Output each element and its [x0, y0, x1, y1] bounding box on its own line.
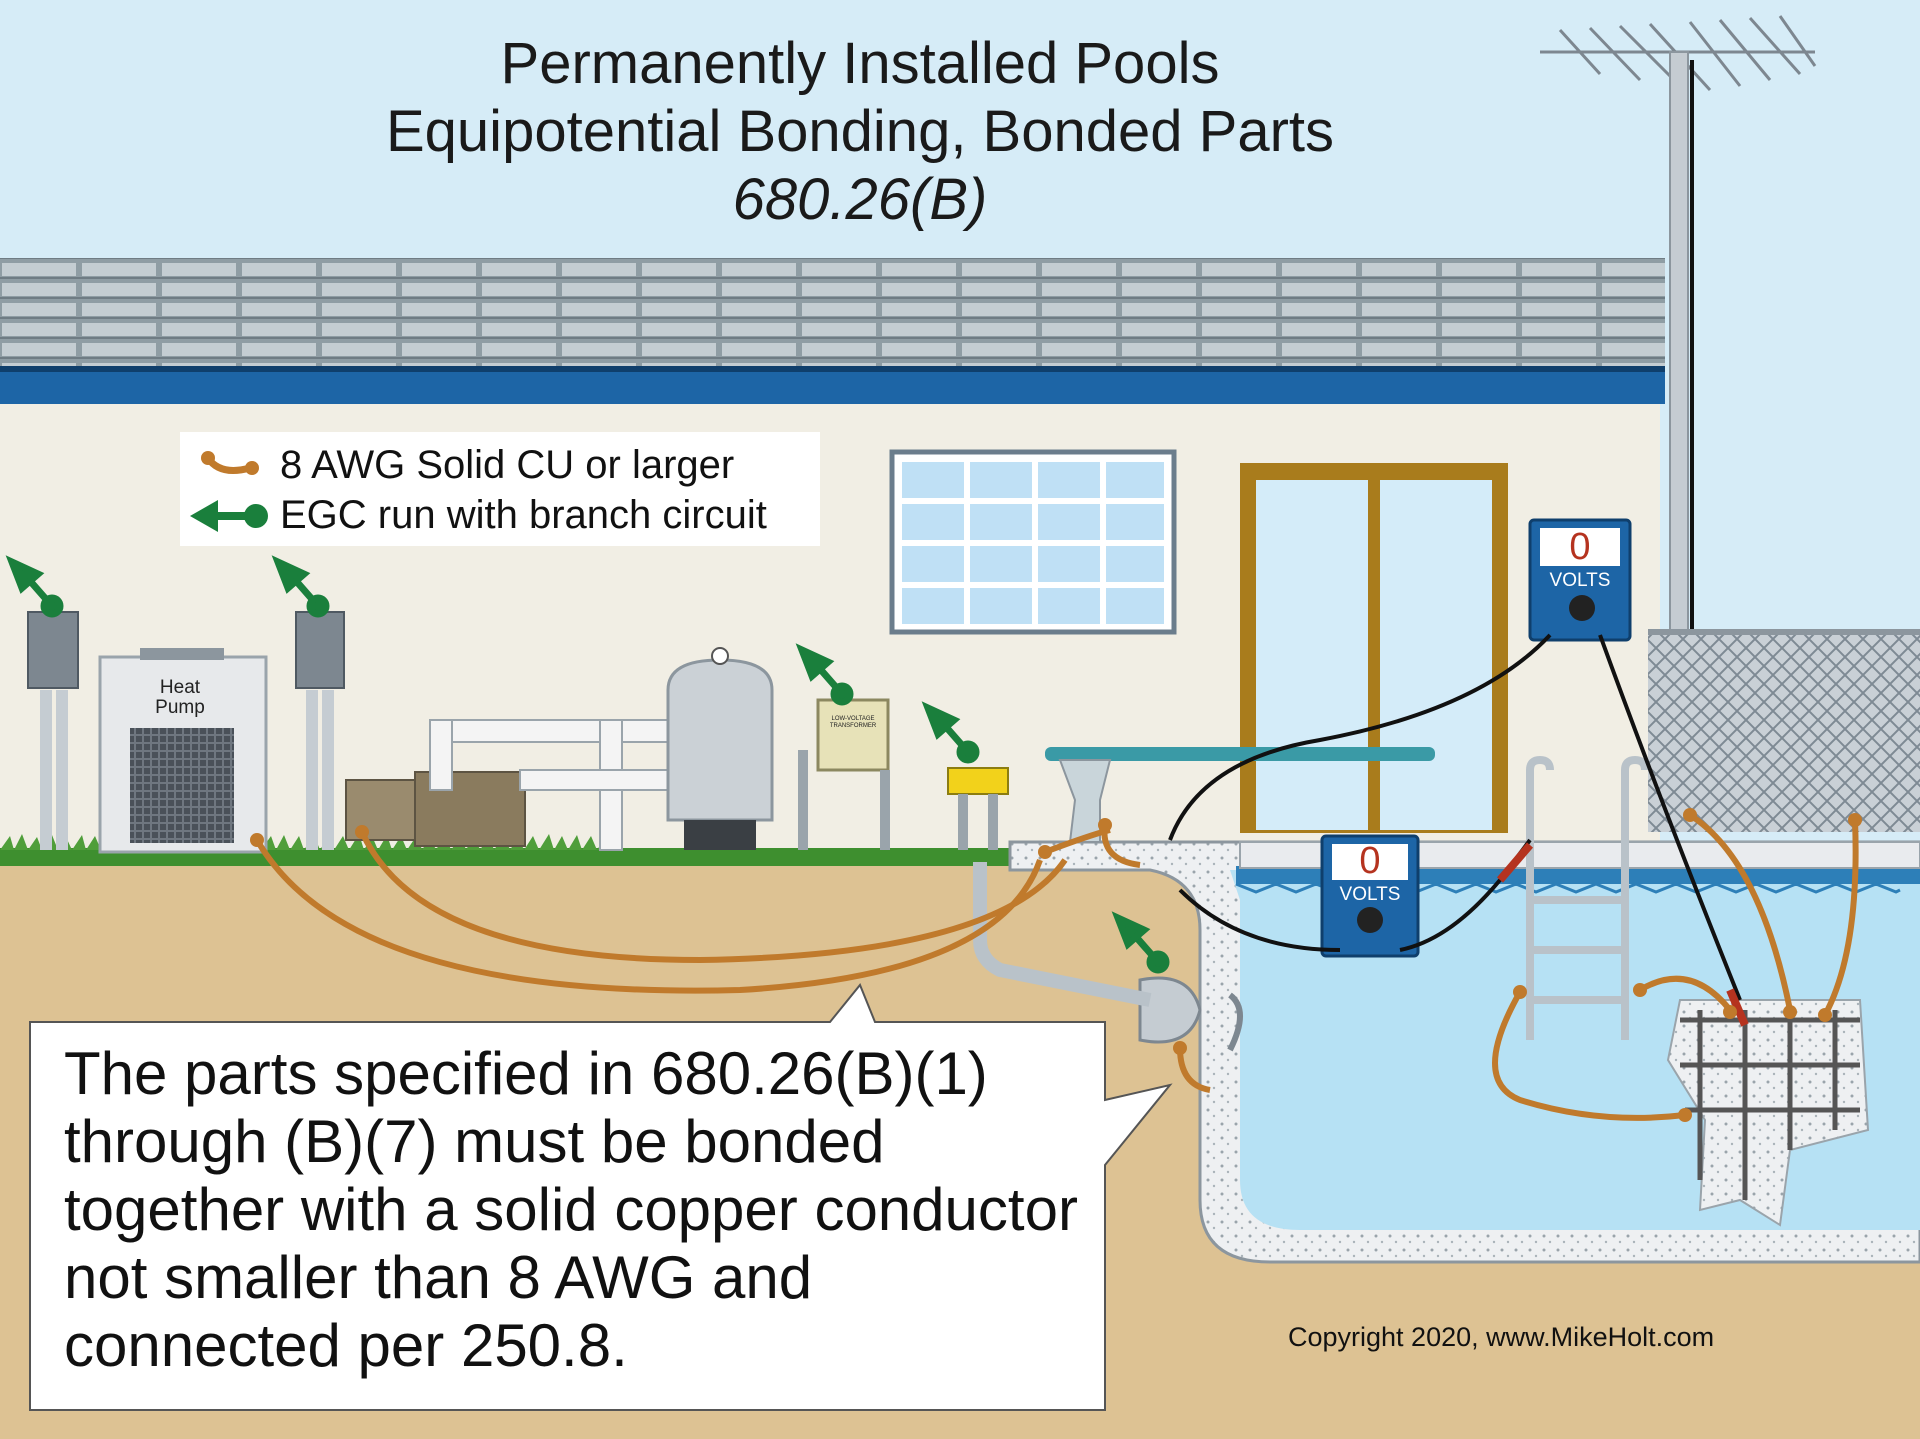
upper-meter-unit: VOLTS — [1549, 570, 1611, 591]
transformer-label: LOW-VOLTAGE TRANSFORMER — [818, 716, 888, 730]
disconnect-right — [295, 611, 345, 850]
legend-bonding-label: 8 AWG Solid CU or larger — [280, 442, 735, 487]
egc-arrow-icon — [190, 500, 268, 532]
pool-light — [1138, 976, 1243, 1052]
heat-pump — [98, 648, 268, 854]
title-line-1: Permanently Installed Pools — [500, 31, 1220, 96]
voltmeter-upper — [1528, 518, 1632, 642]
diving-board — [1045, 747, 1435, 843]
lower-meter-unit: VOLTS — [1339, 884, 1401, 905]
legend-egc-label: EGC run with branch circuit — [280, 492, 767, 537]
lower-meter-reading: 0 — [1359, 840, 1381, 882]
pool-piping — [429, 719, 691, 851]
upper-meter-reading: 0 — [1569, 526, 1591, 568]
callout-bubble — [29, 983, 1173, 1411]
light-conduit — [973, 862, 1152, 1007]
callout-text: The parts specified in 680.26(B)(1) thro… — [64, 1040, 1078, 1379]
copper-bonding-conductors — [254, 812, 1859, 1121]
transformer-label-line-2: TRANSFORMER — [829, 723, 877, 729]
voltmeter-lower — [1320, 834, 1420, 958]
meter-test-leads — [1168, 633, 1742, 1001]
legend: 8 AWG Solid CU or larger EGC run with br… — [180, 432, 820, 546]
transformer-label-line-1: LOW-VOLTAGE — [831, 716, 875, 722]
roof-shingles — [0, 258, 1665, 368]
legend-row-egc: EGC run with branch circuit — [180, 490, 767, 540]
sliding-door — [1240, 463, 1508, 833]
legend-row-bonding: 8 AWG Solid CU or larger — [180, 440, 734, 490]
house-window — [889, 449, 1177, 635]
heat-pump-label-line-2: Pump — [155, 697, 205, 718]
reinforcing-steel-panel — [1666, 999, 1870, 1227]
title-line-2: Equipotential Bonding, Bonded Parts — [385, 99, 1335, 164]
pool-ladder — [1526, 755, 1649, 1040]
heat-pump-label: Heat Pump — [120, 678, 240, 718]
low-voltage-transformer — [798, 698, 890, 850]
copper-conductor-icon — [201, 451, 259, 475]
copyright-notice: Copyright 2020, www.MikeHolt.com — [1288, 1322, 1715, 1352]
roof-fascia — [0, 368, 1665, 404]
copper-bonding-lugs — [250, 808, 1862, 1122]
chemical-feeder — [947, 767, 1009, 850]
egc-arrows — [5, 555, 1170, 974]
pool-pump — [345, 771, 526, 847]
pool-filter — [666, 647, 774, 850]
heat-pump-label-line-1: Heat — [159, 677, 201, 698]
chain-link-fence — [1648, 632, 1920, 832]
title-line-3-code-reference: 680.26(B) — [732, 167, 988, 232]
disconnect-left — [27, 611, 79, 850]
